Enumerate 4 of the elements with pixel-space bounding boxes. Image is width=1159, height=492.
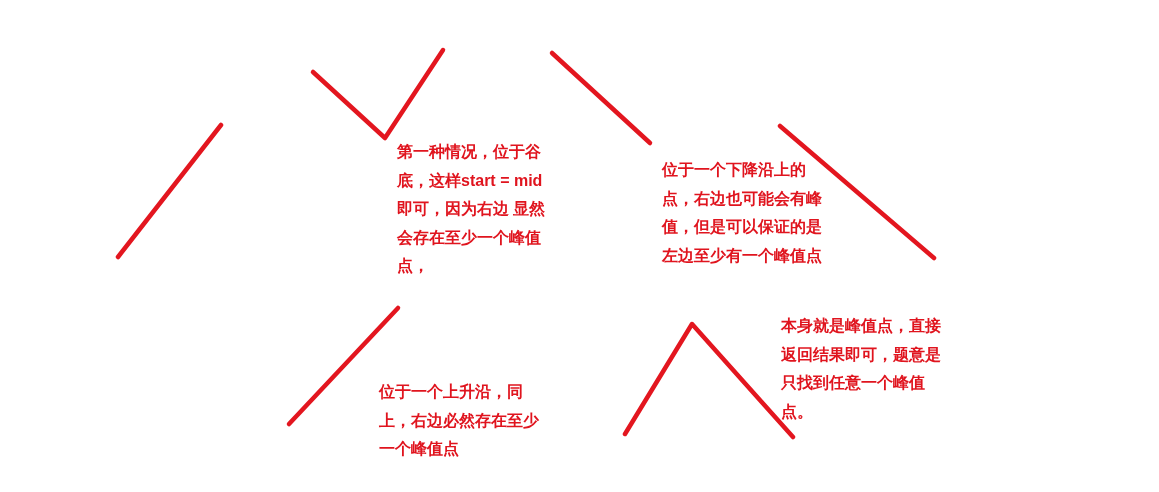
annotation-text: 位于一个上升沿，同上，右边必然存在至少一个峰值点	[379, 382, 540, 459]
annotation-text: 位于一个下降沿上的点，右边也可能会有峰值，但是可以保证的是左边至少有一个峰值点	[662, 160, 823, 266]
annotation-text: 本身就是峰值点，直接返回结果即可，题意是只找到任意一个峰值点。	[781, 316, 942, 422]
annotation-text: 第一种情况，位于谷底，这样start = mid即可，因为右边 显然会存在至少一个峰值点，	[397, 142, 547, 276]
